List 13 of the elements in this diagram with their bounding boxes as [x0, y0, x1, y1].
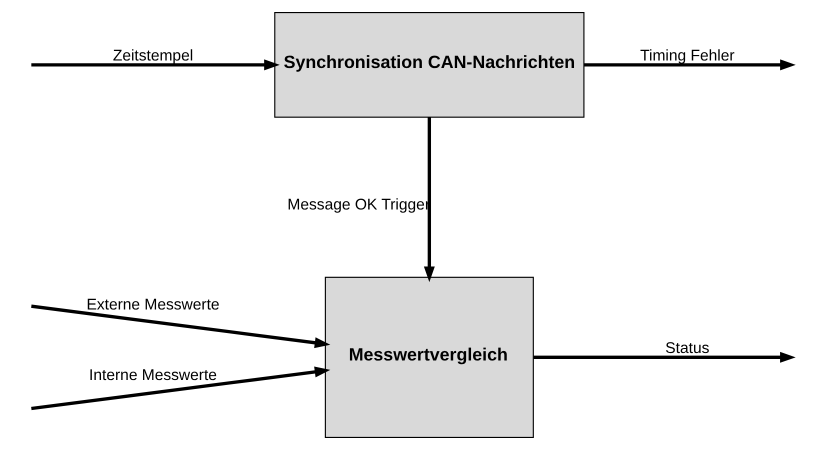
arrow — [31, 366, 330, 410]
edge-label: Interne Messwerte — [89, 366, 217, 384]
node-box: Messwertvergleich — [324, 276, 534, 438]
arrow — [584, 59, 796, 70]
arrow — [31, 304, 330, 348]
edge-label: Zeitstempel — [112, 48, 194, 65]
arrow — [534, 352, 796, 363]
arrow — [424, 118, 435, 282]
edge-label: Externe Messwerte — [86, 296, 220, 314]
edge-label: Status — [665, 340, 710, 358]
edge-label: Timing Fehler — [640, 48, 735, 65]
arrow — [31, 59, 280, 70]
node-box: Synchronisation CAN-Nachrichten — [274, 12, 584, 118]
